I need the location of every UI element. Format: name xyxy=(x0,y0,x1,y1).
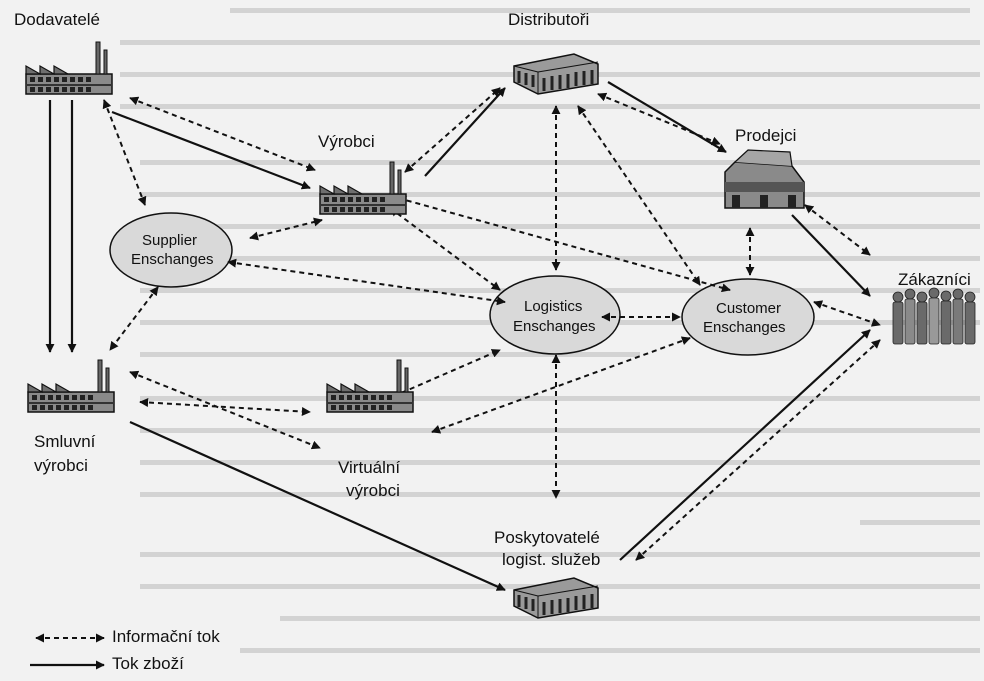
goods-flow-arrows xyxy=(45,81,871,592)
label-poskytovatele-2: logist. služeb xyxy=(502,550,601,569)
legend-info-label: Informační tok xyxy=(112,627,220,646)
label-poskytovatele-1: Poskytovatelé xyxy=(494,528,600,547)
label-dodavatele: Dodavatelé xyxy=(14,10,101,29)
factory-icon xyxy=(27,359,115,413)
people-icon xyxy=(892,287,976,345)
supplier-exchange-label-2: Enschanges xyxy=(131,251,214,268)
factory-icon xyxy=(25,41,113,95)
factory-icon xyxy=(319,161,407,215)
warehouse-icon xyxy=(512,576,600,620)
customer-exchange-label-2: Enschanges xyxy=(703,319,786,336)
warehouse-icon xyxy=(512,52,600,96)
supplier-exchange-ellipse xyxy=(109,212,233,288)
label-zakaznici: Zákazníci xyxy=(898,270,971,289)
store-icon xyxy=(724,149,805,209)
label-vyrobci: Výrobci xyxy=(318,132,375,151)
customer-exchange-label-1: Customer xyxy=(716,300,782,317)
legend-goods-label: Tok zboží xyxy=(112,654,184,673)
factory-icon xyxy=(326,359,414,413)
label-virtualni-1: Virtuální xyxy=(338,458,401,477)
logistics-exchange-label-2: Enschanges xyxy=(513,318,596,335)
label-virtualni-2: výrobci xyxy=(346,481,400,500)
label-smluvni-2: výrobci xyxy=(34,456,88,475)
information-flow-arrows xyxy=(102,87,881,561)
label-distributori: Distributoři xyxy=(508,10,590,29)
supplier-exchange-label-1: Supplier xyxy=(142,232,198,249)
label-smluvni-1: Smluvní xyxy=(34,432,96,451)
label-prodejci: Prodejci xyxy=(735,126,797,145)
logistics-exchange-label-1: Logistics xyxy=(524,298,583,315)
